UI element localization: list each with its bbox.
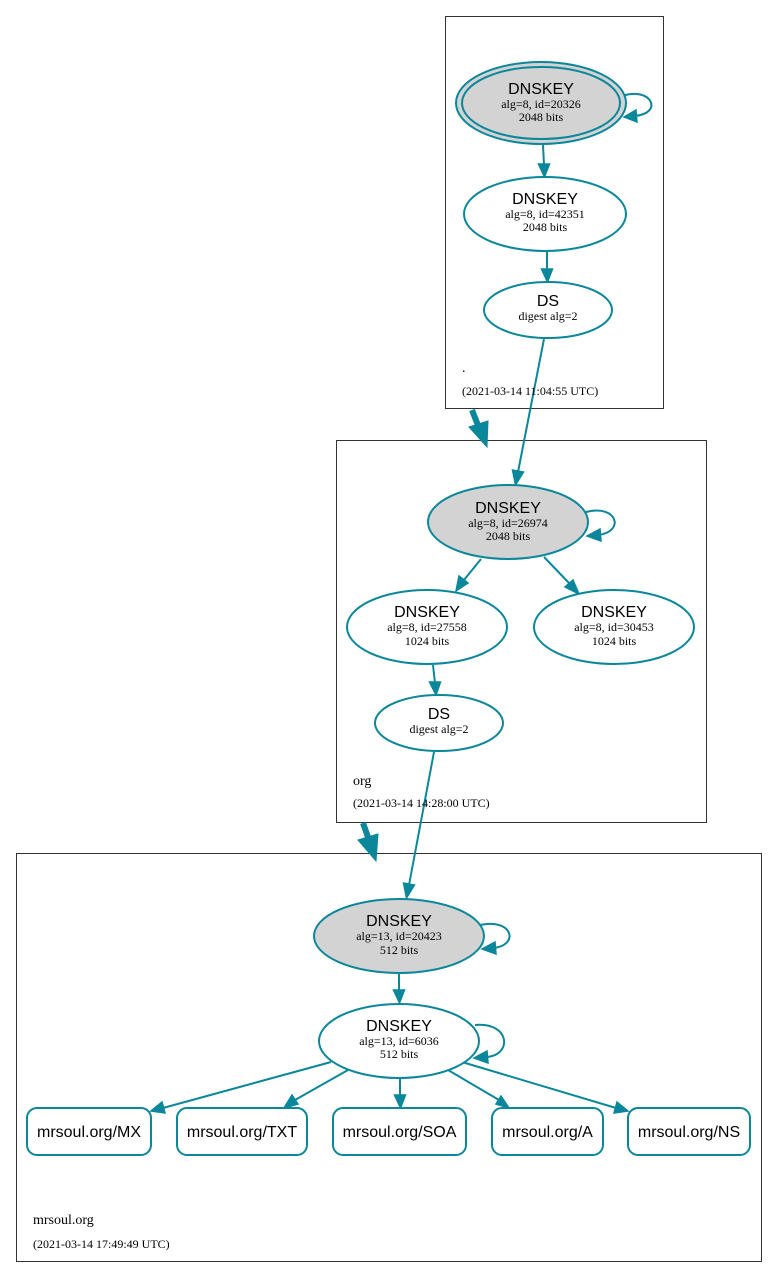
node-bits: 1024 bits bbox=[592, 634, 637, 648]
node-bits: 1024 bits bbox=[405, 634, 450, 648]
node-alg-id: alg=8, id=27558 bbox=[387, 620, 467, 634]
node-alg-id: alg=8, id=26974 bbox=[468, 516, 548, 530]
zone-timestamp-org: (2021-03-14 14:28:00 UTC) bbox=[353, 796, 490, 810]
edge-mrsoul-zsk-to-txt bbox=[282, 1069, 349, 1110]
edge-mrsoul-zsk-self bbox=[472, 1023, 505, 1065]
node-bits: 512 bits bbox=[380, 1047, 419, 1061]
node-alg-id: alg=13, id=20423 bbox=[356, 929, 442, 943]
delegation-arrow-org-to-mrsoul bbox=[357, 822, 379, 863]
node-alg-id: alg=8, id=42351 bbox=[505, 207, 585, 221]
edge-mrsoul-zsk-to-soa bbox=[393, 1078, 407, 1110]
edge-mrsoul-zsk-to-ns bbox=[461, 1061, 630, 1114]
dnskey-node-root-zsk[interactable]: DNSKEY alg=8, id=42351 2048 bits bbox=[463, 176, 627, 252]
zone-box-mrsoul bbox=[16, 853, 762, 1262]
edge-root-ksk-self bbox=[621, 93, 653, 124]
edge-root-ksk-to-zsk bbox=[537, 144, 551, 179]
dnskey-node-root-ksk[interactable]: DNSKEY alg=8, id=20326 2048 bits bbox=[455, 61, 627, 145]
zone-timestamp-root: (2021-03-14 11:04:55 UTC) bbox=[462, 384, 598, 398]
node-digest: digest alg=2 bbox=[409, 722, 468, 736]
node-alg-id: alg=8, id=20326 bbox=[501, 97, 581, 111]
edge-org-ksk-to-zsk2 bbox=[543, 556, 581, 596]
edge-mrsoul-zsk-to-mx bbox=[149, 1061, 332, 1114]
node-title: DNSKEY bbox=[512, 191, 578, 208]
rrset-node-mx[interactable]: mrsoul.org/MX bbox=[26, 1107, 152, 1156]
zone-timestamp-mrsoul: (2021-03-14 17:49:49 UTC) bbox=[33, 1237, 170, 1251]
node-alg-id: alg=13, id=6036 bbox=[359, 1034, 439, 1048]
node-digest: digest alg=2 bbox=[518, 309, 577, 323]
rrset-node-txt[interactable]: mrsoul.org/TXT bbox=[176, 1107, 308, 1156]
node-title: DS bbox=[537, 293, 559, 310]
zone-name-org: org bbox=[353, 774, 371, 789]
node-alg-id: alg=8, id=30453 bbox=[574, 620, 654, 634]
delegation-arrow-root-to-org bbox=[468, 408, 489, 449]
edge-org-ds-to-mrsoul-ksk bbox=[402, 751, 435, 901]
rrset-label: mrsoul.org/MX bbox=[37, 1124, 141, 1141]
rrset-node-a[interactable]: mrsoul.org/A bbox=[491, 1107, 604, 1156]
node-title: DNSKEY bbox=[581, 604, 647, 621]
dnskey-node-mrsoul-zsk[interactable]: DNSKEY alg=13, id=6036 512 bits bbox=[318, 1003, 480, 1079]
node-bits: 2048 bits bbox=[486, 529, 531, 543]
edge-mrsoul-ksk-self bbox=[479, 922, 511, 956]
ds-node-org[interactable]: DS digest alg=2 bbox=[374, 694, 504, 752]
edge-root-ds-to-org-ksk bbox=[511, 338, 545, 488]
node-title: DNSKEY bbox=[475, 500, 541, 517]
rrset-node-ns[interactable]: mrsoul.org/NS bbox=[627, 1107, 751, 1156]
dnskey-node-org-ksk[interactable]: DNSKEY alg=8, id=26974 2048 bits bbox=[427, 484, 589, 560]
edge-mrsoul-zsk-to-a bbox=[447, 1069, 511, 1110]
node-title: DNSKEY bbox=[508, 81, 574, 98]
zone-name-root: . bbox=[462, 361, 466, 376]
edge-root-zsk-to-ds bbox=[540, 252, 554, 284]
ds-node-root[interactable]: DS digest alg=2 bbox=[483, 281, 613, 339]
rrset-node-soa[interactable]: mrsoul.org/SOA bbox=[332, 1107, 467, 1156]
dnskey-node-org-zsk-30453[interactable]: DNSKEY alg=8, id=30453 1024 bits bbox=[533, 589, 695, 665]
node-title: DNSKEY bbox=[366, 1018, 432, 1035]
rrset-label: mrsoul.org/TXT bbox=[187, 1124, 297, 1141]
node-title: DNSKEY bbox=[394, 604, 460, 621]
edge-org-ksk-self bbox=[585, 509, 616, 543]
zone-box-root bbox=[445, 16, 664, 409]
node-title: DNSKEY bbox=[366, 913, 432, 930]
edge-mrsoul-ksk-to-zsk bbox=[392, 974, 406, 1005]
dnskey-node-mrsoul-ksk[interactable]: DNSKEY alg=13, id=20423 512 bits bbox=[313, 898, 485, 974]
node-title: DS bbox=[428, 706, 450, 723]
rrset-label: mrsoul.org/SOA bbox=[343, 1124, 457, 1141]
edge-org-ksk-to-zsk1 bbox=[454, 558, 482, 593]
edge-org-zsk1-to-ds bbox=[428, 664, 442, 697]
rrset-label: mrsoul.org/NS bbox=[638, 1124, 740, 1141]
zone-name-mrsoul: mrsoul.org bbox=[33, 1213, 94, 1228]
node-bits: 2048 bits bbox=[523, 220, 568, 234]
node-bits: 2048 bits bbox=[519, 110, 564, 124]
rrset-label: mrsoul.org/A bbox=[502, 1124, 593, 1141]
node-bits: 512 bits bbox=[380, 943, 419, 957]
zone-box-org bbox=[336, 440, 707, 823]
dnskey-node-org-zsk-27558[interactable]: DNSKEY alg=8, id=27558 1024 bits bbox=[346, 589, 508, 665]
